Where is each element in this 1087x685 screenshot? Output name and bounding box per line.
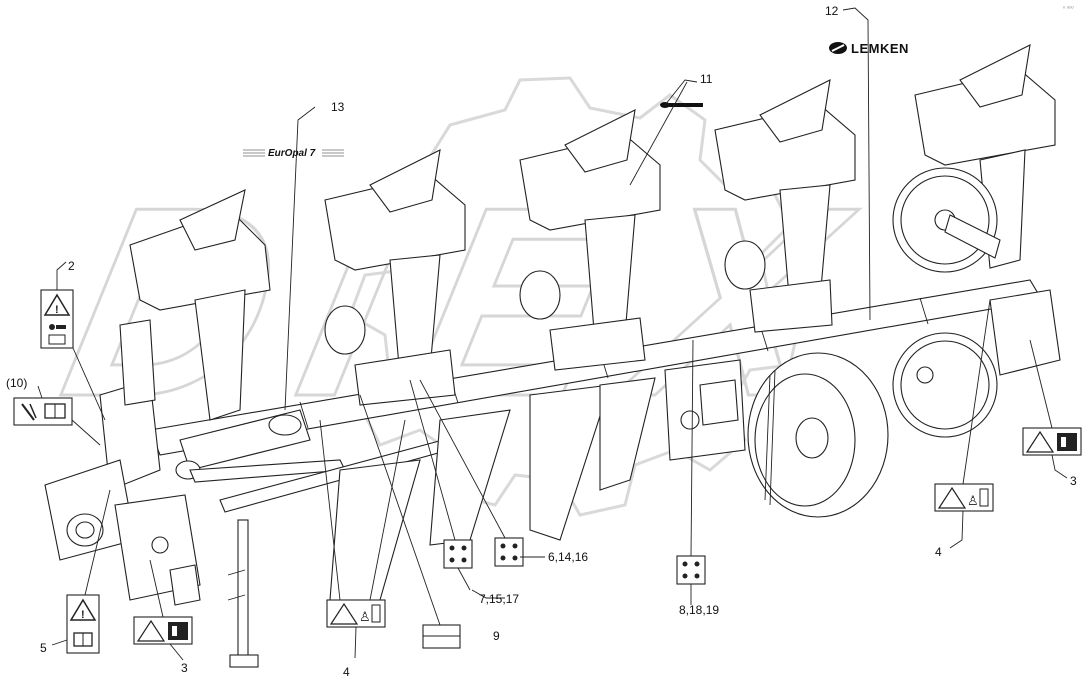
callout-2: 2: [68, 259, 75, 273]
svg-text:!: !: [81, 609, 85, 621]
lemken-logo-text: LEMKEN: [851, 41, 909, 56]
callout-7-15-17: 7,15,17: [479, 592, 519, 606]
plough-body-3: [519, 109, 661, 541]
disc-coulter-upper: [892, 167, 1001, 273]
callout-5: 5: [40, 641, 47, 655]
decal-10-tools-manual: [13, 397, 73, 426]
warning-triangle-icon: [43, 293, 71, 316]
decal-8-18-19: [676, 555, 706, 585]
wheel-arm: [664, 359, 746, 461]
plough-body-5: [914, 44, 1061, 376]
person-icon: ♙: [359, 610, 371, 625]
europal-decal-text: EurOpal 7: [268, 148, 316, 159]
decal-4-left: ♙: [326, 599, 386, 628]
warning-triangle-icon: [69, 598, 97, 621]
warning-triangle-icon: [329, 602, 359, 625]
callout-3-right: 3: [1070, 474, 1077, 488]
plough-bodies: [129, 44, 1061, 601]
warning-triangle-icon: [937, 486, 967, 509]
callout-4-right: 4: [935, 545, 942, 559]
decal-4-right: ♙: [934, 483, 994, 512]
share-lower-3: [599, 377, 656, 491]
decal-2-warning: !: [40, 289, 74, 349]
plough-body-4: [714, 79, 856, 333]
decal-7-15-17: [443, 539, 473, 569]
callout-3-left: 3: [181, 661, 188, 675]
leader-lines: [37, 7, 1068, 661]
lemken-logo: LEMKEN: [829, 41, 909, 56]
corner-mark: ⁿ ᵒᵒᵒ: [1063, 5, 1074, 12]
decal-3-right: [1022, 427, 1082, 456]
callout-10: (10): [6, 376, 27, 390]
plough-body-2: [324, 149, 466, 406]
decal-9-blank: [422, 624, 461, 649]
wrench-icon: [21, 403, 35, 421]
headstock: [44, 319, 486, 606]
callout-4-left: 4: [343, 665, 350, 679]
callout-12: 12: [825, 4, 839, 18]
europal-decal: EurOpal 7: [243, 148, 344, 159]
svg-text:!: !: [55, 304, 59, 316]
callout-9: 9: [493, 629, 500, 643]
crush-hazard-icon: [1025, 430, 1055, 453]
manual-book-icon: [48, 334, 66, 345]
callout-6-14-16: 6,14,16: [548, 550, 588, 564]
decal-6-14-16: [494, 537, 524, 567]
callouts: 2 (10) 5 3 4 13 11 12 9 7,15,17 6,14,16 …: [6, 4, 1077, 679]
callout-8-18-19: 8,18,19: [679, 603, 719, 617]
callout-11: 11: [700, 72, 713, 86]
person-icon: ♙: [967, 494, 979, 509]
disc-coulter-lower: [892, 332, 998, 438]
depth-wheel: [747, 352, 889, 518]
crush-hazard-icon: [136, 619, 166, 642]
decal-3-left: [133, 616, 193, 645]
parking-stand: [227, 519, 259, 668]
decal-5-warning-manual: !: [66, 594, 100, 654]
plough-body-1: [129, 189, 421, 601]
callout-13: 13: [331, 100, 345, 114]
hydraulic-icon: [49, 324, 55, 330]
